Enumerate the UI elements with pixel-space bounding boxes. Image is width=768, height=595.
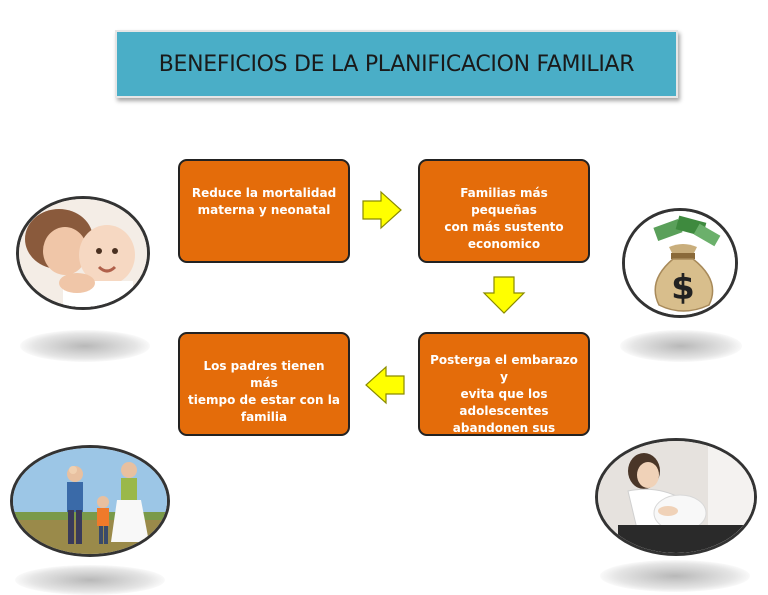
money-bag-dollar-icon: $: [625, 211, 735, 315]
pregnant-woman-photo: [595, 438, 757, 556]
svg-text:$: $: [671, 268, 695, 308]
family-walking-illustration: [13, 448, 167, 554]
diagram-title: BENEFICIOS DE LA PLANIFICACION FAMILIAR: [158, 51, 635, 77]
arrow-down-icon: [482, 276, 526, 314]
arrow-right-icon: [362, 190, 402, 230]
title-box: BENEFICIOS DE LA PLANIFICACION FAMILIAR: [115, 30, 678, 98]
arrow-left-icon: [365, 365, 405, 405]
photo-shadow: [20, 330, 150, 362]
photo-shadow: [620, 330, 742, 362]
photo-shadow: [15, 565, 165, 595]
photo-shadow: [600, 560, 750, 592]
pregnant-woman-illustration: [598, 441, 754, 553]
family-walk-photo: [10, 445, 170, 557]
money-bag-photo: $: [622, 208, 738, 318]
mother-baby-photo: [16, 196, 150, 310]
mother-baby-illustration: [19, 199, 147, 307]
